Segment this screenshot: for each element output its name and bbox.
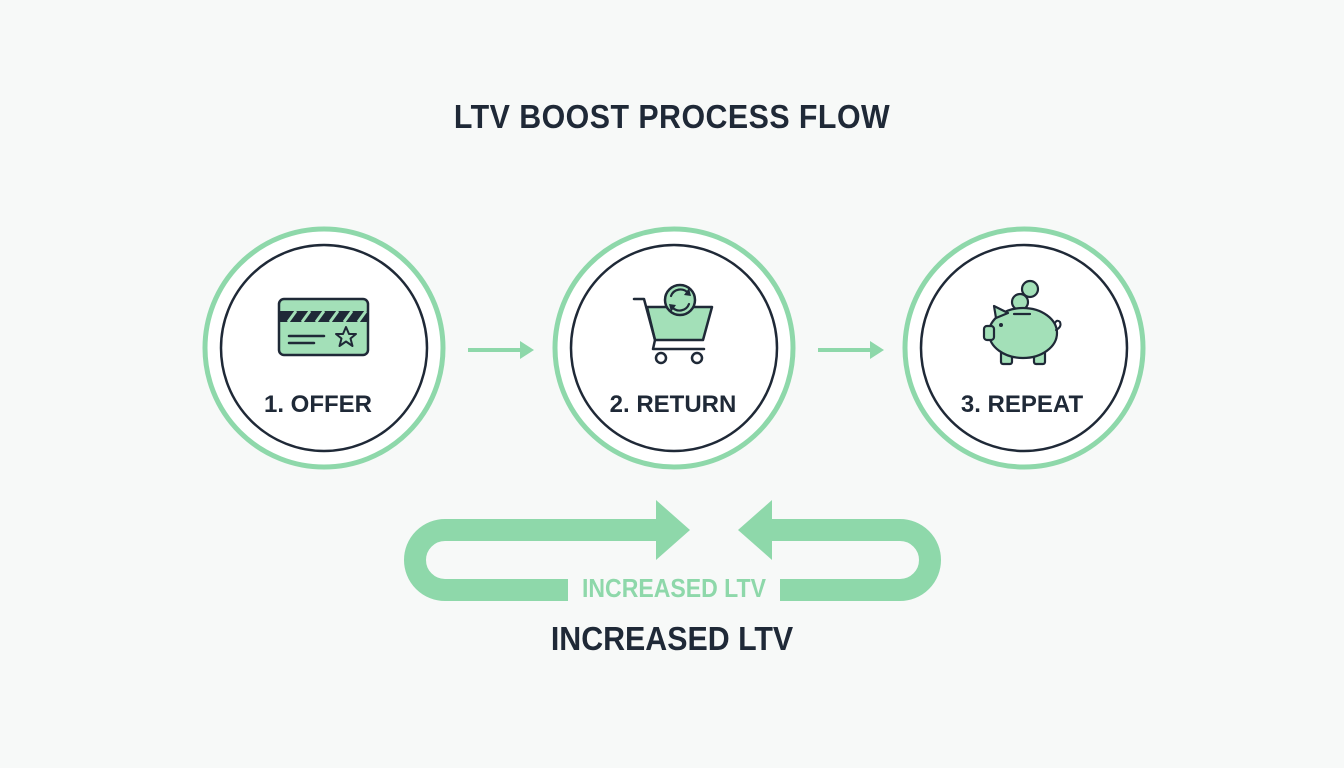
shopping-cart-return-icon — [632, 283, 714, 365]
step-repeat: 3. REPEAT — [902, 226, 1146, 470]
loop-label: INCREASED LTV — [582, 573, 767, 603]
flow-arrow-offer-to-return — [468, 341, 534, 359]
flow-arrow-return-to-repeat — [818, 341, 884, 359]
loop-right-band — [772, 519, 941, 601]
loop-left-band — [404, 519, 658, 601]
step-offer-label: 1. OFFER — [264, 391, 372, 418]
credit-card-star-icon — [277, 297, 370, 357]
result-label: INCREASED LTV — [550, 620, 794, 657]
loop-arrow-left — [738, 500, 772, 560]
feedback-loop: INCREASED LTV — [404, 500, 941, 603]
piggy-bank-icon — [982, 279, 1062, 366]
step-return-label: 2. RETURN — [610, 391, 737, 418]
diagram-title: LTV BOOST PROCESS FLOW — [453, 98, 891, 135]
step-repeat-label: 3. REPEAT — [961, 391, 1084, 418]
step-return: 2. RETURN — [552, 226, 796, 470]
loop-arrow-right — [656, 500, 690, 560]
step-offer: 1. OFFER — [202, 226, 446, 470]
